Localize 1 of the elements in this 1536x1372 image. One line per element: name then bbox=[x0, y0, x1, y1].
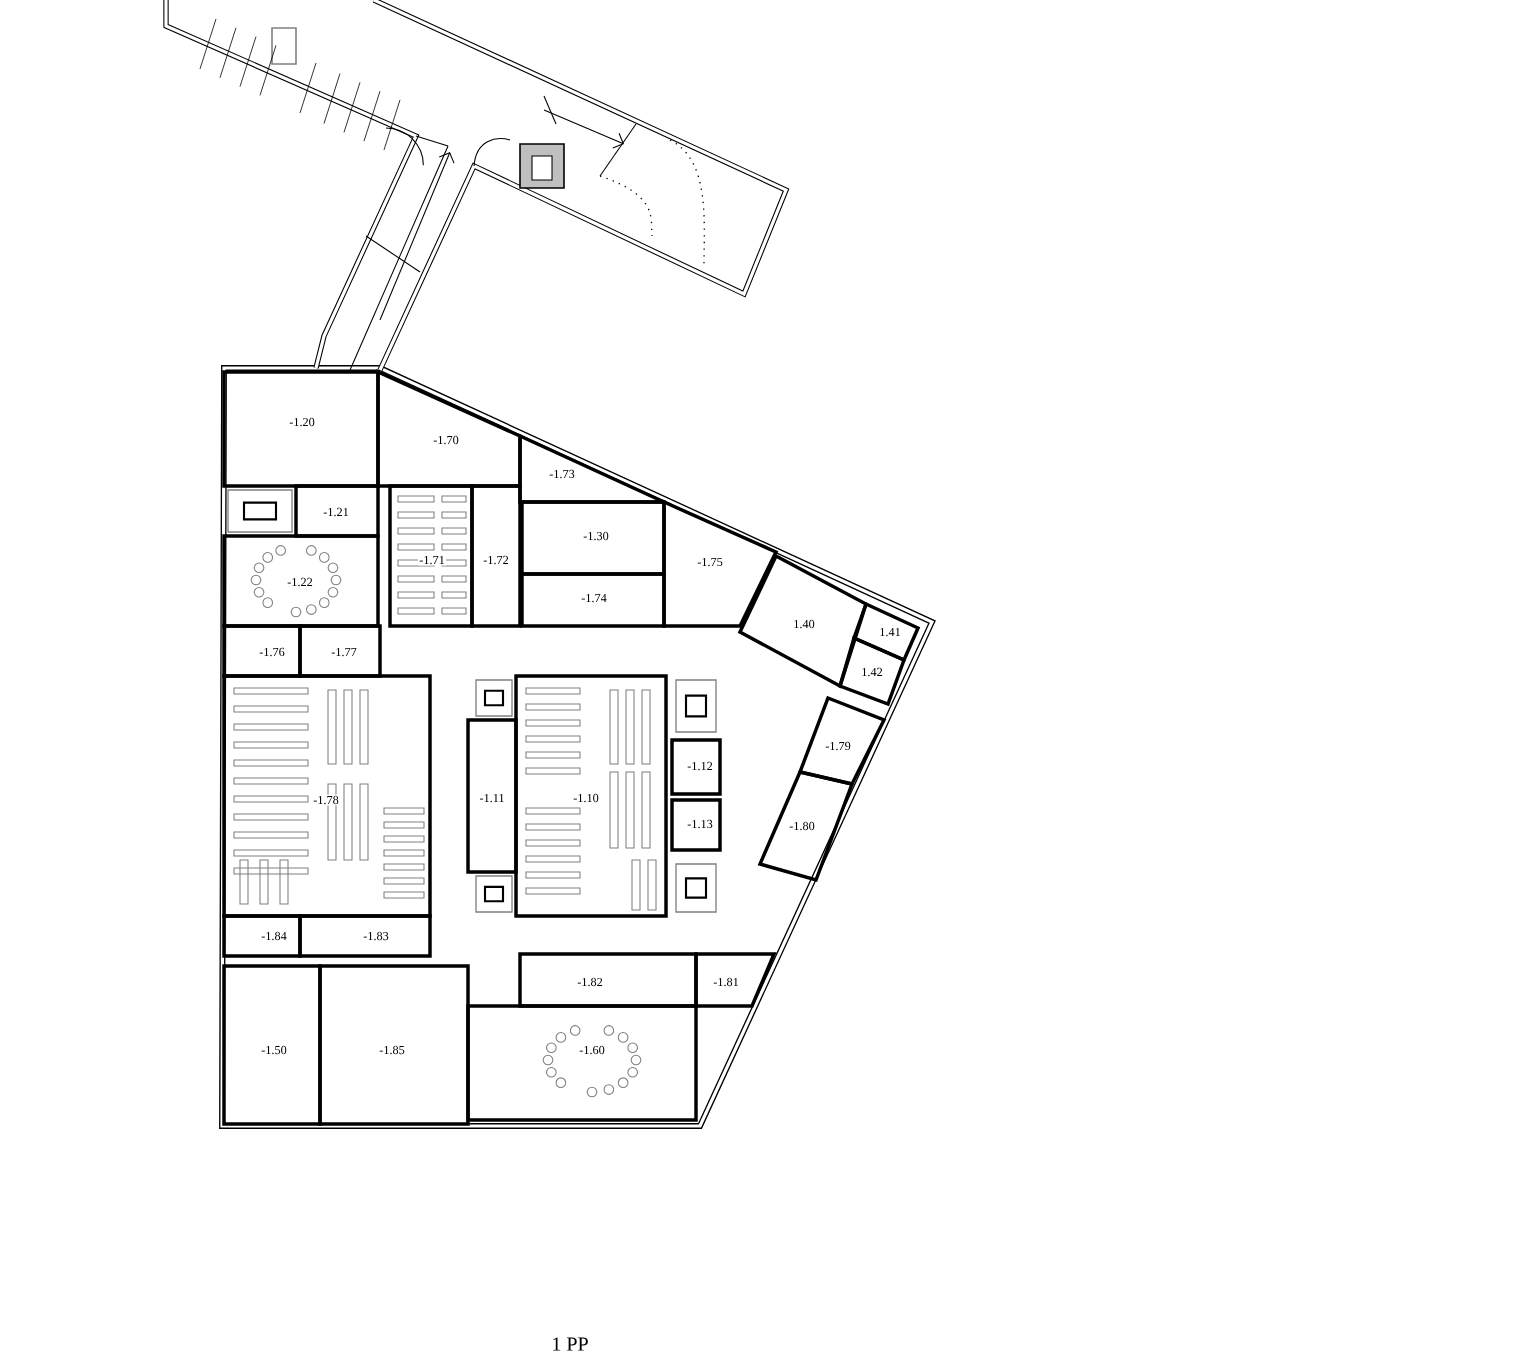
caption: 1 PP bbox=[553, 1337, 588, 1351]
